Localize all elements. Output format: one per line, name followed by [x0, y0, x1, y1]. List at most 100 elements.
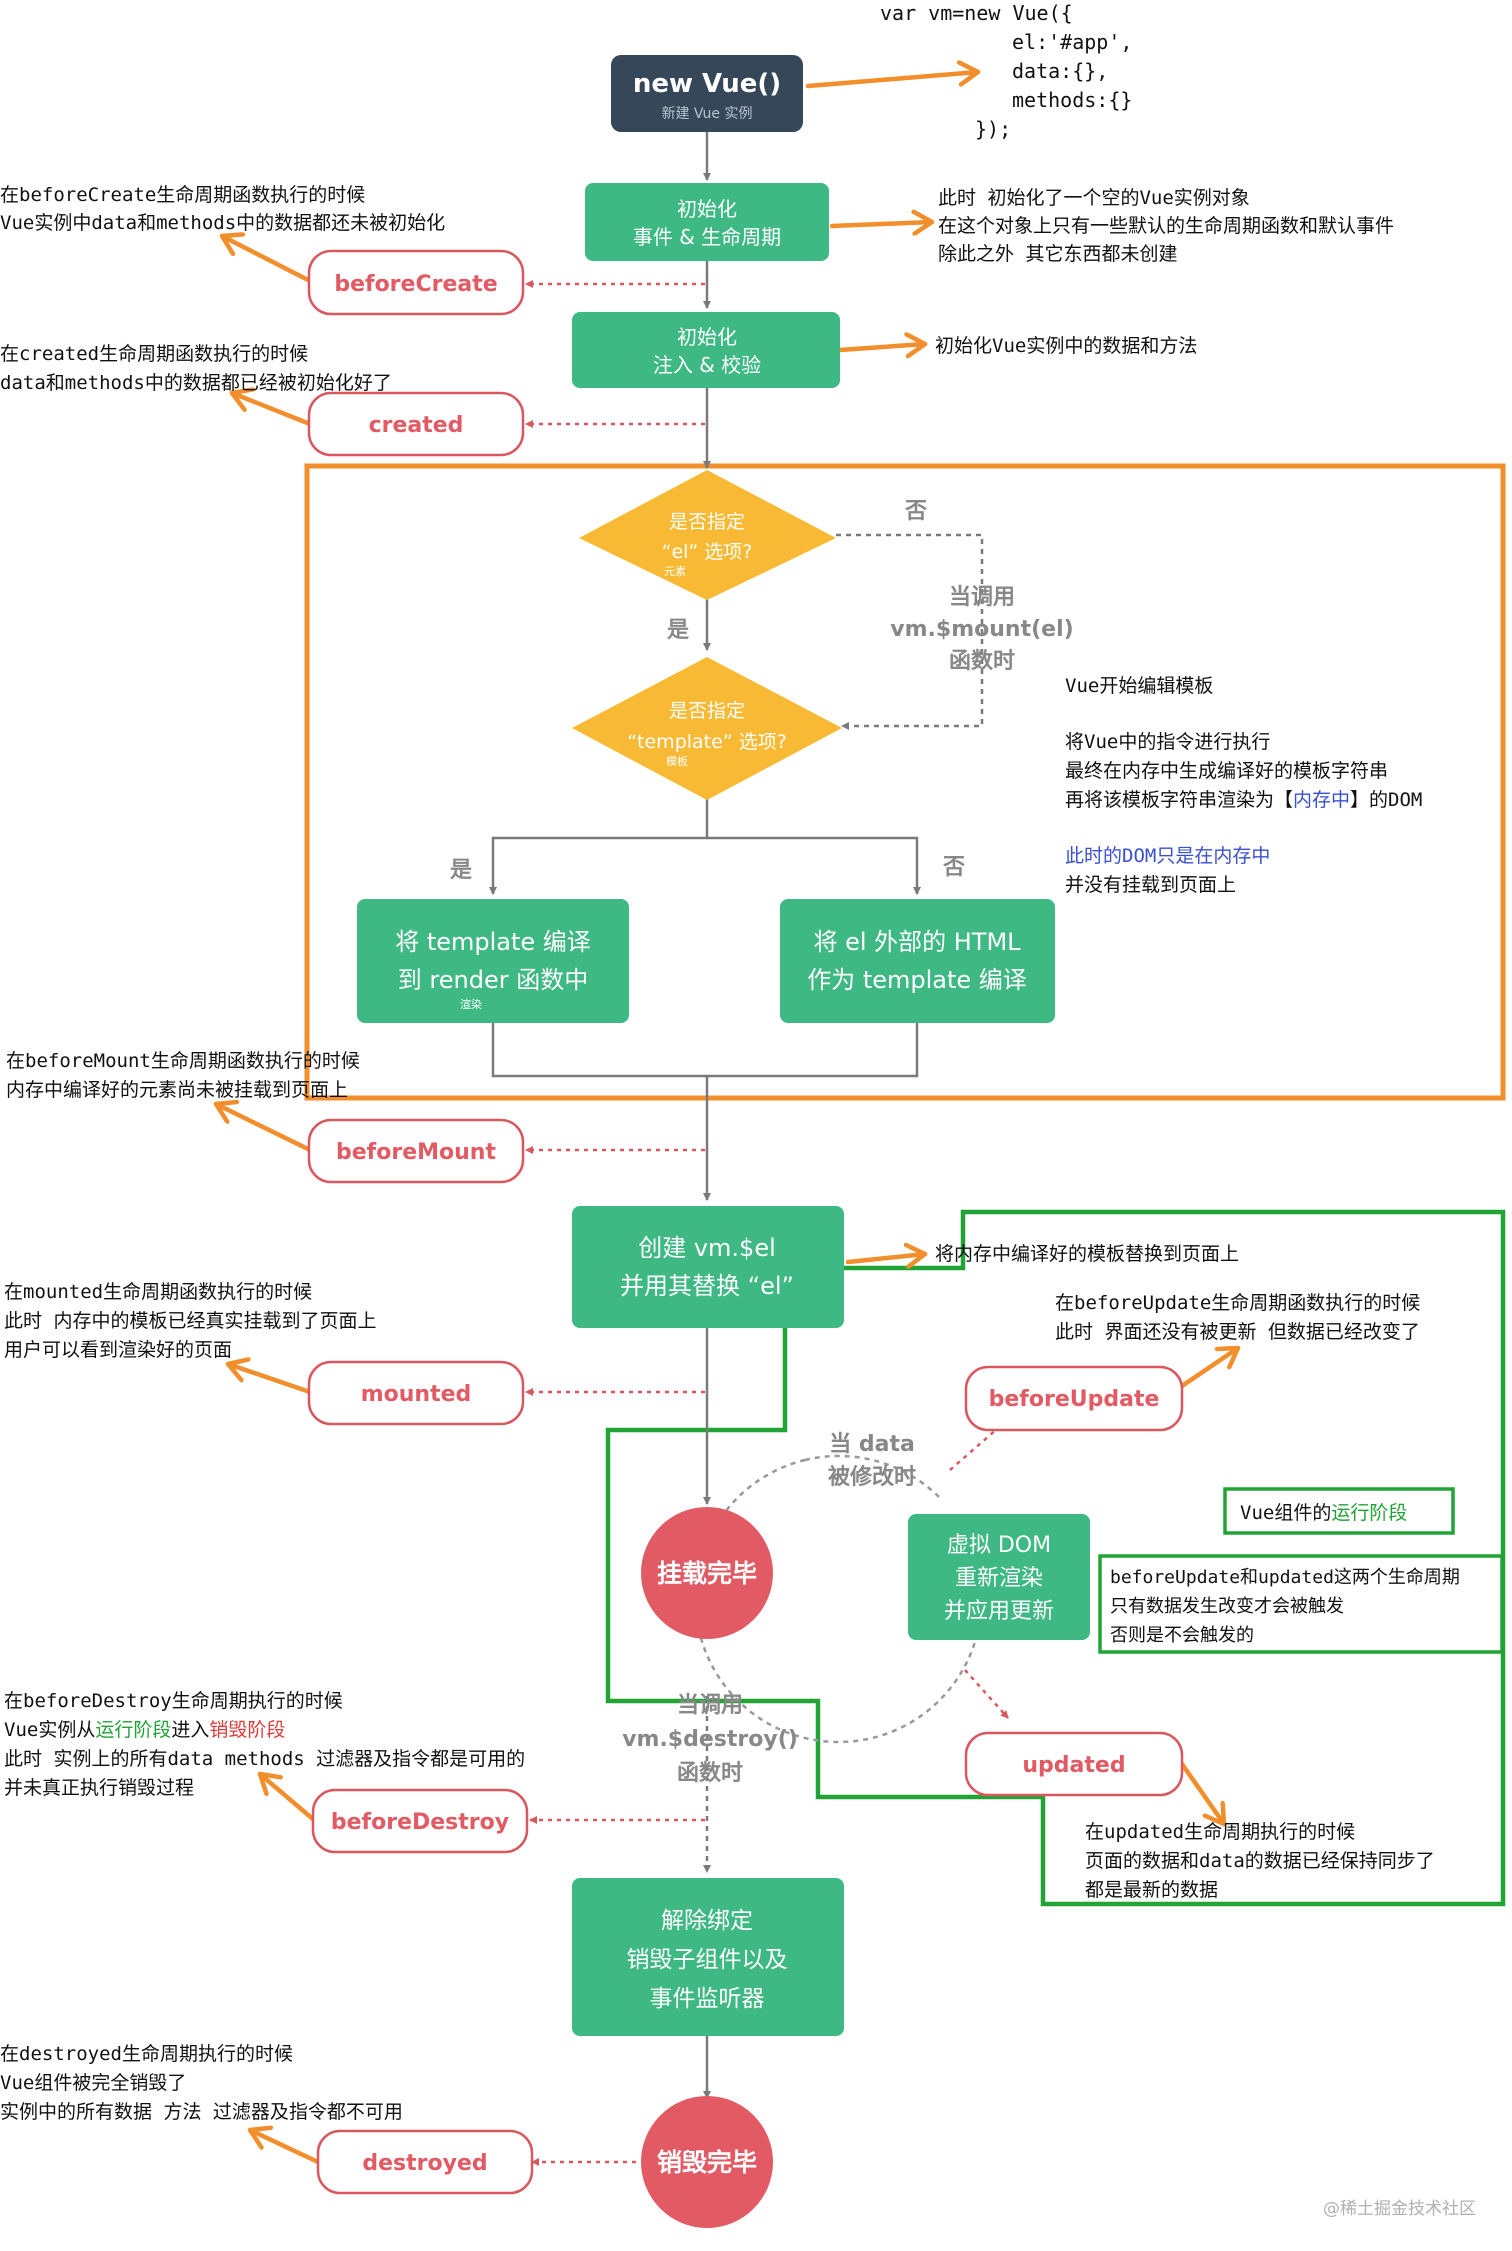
svg-text:vm.$mount(el): vm.$mount(el) [890, 617, 1073, 642]
init-inject-node: 初始化 注入 & 校验 [572, 312, 840, 388]
svg-text:此时 初始化了一个空的Vue实例对象: 此时 初始化了一个空的Vue实例对象 [938, 187, 1250, 209]
svg-text:updated: updated [1022, 1753, 1125, 1778]
svg-text:再将该模板字符串渲染为【内存中】的DOM: 再将该模板字符串渲染为【内存中】的DOM [1065, 789, 1422, 811]
svg-text:销毁子组件以及: 销毁子组件以及 [627, 1947, 788, 1973]
svg-text:在created生命周期函数执行的时候: 在created生命周期函数执行的时候 [0, 343, 308, 365]
svg-text:初始化: 初始化 [677, 325, 737, 349]
code-sample: var vm=new Vue({ el:'#app', data:{}, met… [880, 1, 1132, 141]
svg-text:Vue组件被完全销毁了: Vue组件被完全销毁了 [0, 2072, 186, 2094]
teardown-node: 解除绑定 销毁子组件以及 事件监听器 [572, 1878, 844, 2036]
yes-label: 是 [667, 618, 689, 643]
hook-beforeCreate: beforeCreate [307, 249, 525, 316]
new-vue-title: new Vue() [633, 69, 781, 99]
svg-text:在destroyed生命周期执行的时候: 在destroyed生命周期执行的时候 [0, 2043, 293, 2065]
svg-text:在beforeDestroy生命周期执行的时候: 在beforeDestroy生命周期执行的时候 [4, 1690, 343, 1712]
compile-note: Vue开始编辑模板 将Vue中的指令进行执行 最终在内存中生成编译好的模板字符串… [1065, 675, 1422, 896]
no-label: 否 [904, 499, 927, 524]
hook-beforeDestroy: beforeDestroy [311, 1788, 529, 1854]
compile-template-node: 将 template 编译 到 render 函数中 渲染 [357, 899, 629, 1023]
svg-text:vm.$destroy(): vm.$destroy() [622, 1727, 798, 1752]
svg-text:只有数据发生改变才会被触发: 只有数据发生改变才会被触发 [1110, 1596, 1344, 1617]
init-object-note: 此时 初始化了一个空的Vue实例对象 在这个对象上只有一些默认的生命周期函数和默… [938, 187, 1394, 265]
code-line: data:{}, [1012, 59, 1108, 83]
svg-text:作为 template 编译: 作为 template 编译 [807, 966, 1027, 994]
yes-label: 是 [450, 858, 472, 883]
svg-text:在beforeMount生命周期函数执行的时候: 在beforeMount生命周期函数执行的时候 [6, 1050, 360, 1072]
create-el-node: 创建 vm.$el 并用其替换 “el” [572, 1206, 844, 1328]
svg-text:当调用: 当调用 [677, 1693, 743, 1718]
svg-text:beforeCreate: beforeCreate [334, 272, 497, 297]
svg-text:将 el 外部的 HTML: 将 el 外部的 HTML [813, 928, 1021, 956]
svg-text:事件 & 生命周期: 事件 & 生命周期 [633, 225, 781, 249]
svg-text:虚拟 DOM: 虚拟 DOM [947, 1533, 1051, 1558]
dashed-flow-lines [694, 533, 984, 1873]
svg-text:“el” 选项?: “el” 选项? [662, 541, 753, 563]
svg-text:beforeMount: beforeMount [336, 1140, 496, 1165]
svg-text:Vue组件的运行阶段: Vue组件的运行阶段 [1240, 1502, 1407, 1524]
el-option-diamond: 是否指定 “el” 选项? 元素 [579, 470, 836, 600]
svg-text:函数时: 函数时 [677, 1760, 743, 1786]
svg-text:并未真正执行销毁过程: 并未真正执行销毁过程 [4, 1777, 194, 1799]
svg-text:并应用更新: 并应用更新 [944, 1599, 1054, 1624]
init-events-node: 初始化 事件 & 生命周期 [585, 183, 829, 261]
svg-text:当调用: 当调用 [949, 585, 1015, 610]
svg-text:Vue实例中data和methods中的数据都还未被初始化: Vue实例中data和methods中的数据都还未被初始化 [0, 212, 445, 234]
svg-text:实例中的所有数据 方法 过滤器及指令都不可用: 实例中的所有数据 方法 过滤器及指令都不可用 [0, 2101, 403, 2123]
new-vue-node: new Vue() 新建 Vue 实例 [611, 55, 803, 132]
beforeCreate-note: 在beforeCreate生命周期函数执行的时候 Vue实例中data和meth… [0, 184, 445, 234]
hook-beforeMount: beforeMount [307, 1118, 525, 1184]
hook-updated: updated [964, 1731, 1184, 1797]
svg-text:Vue实例从运行阶段进入销毁阶段: Vue实例从运行阶段进入销毁阶段 [4, 1719, 285, 1741]
svg-text:创建 vm.$el: 创建 vm.$el [638, 1234, 776, 1262]
main-flow-lines [489, 132, 921, 2099]
svg-text:内存中编译好的元素尚未被挂载到页面上: 内存中编译好的元素尚未被挂载到页面上 [6, 1079, 348, 1101]
svg-text:此时的DOM只是在内存中: 此时的DOM只是在内存中 [1065, 845, 1270, 867]
svg-text:并没有挂载到页面上: 并没有挂载到页面上 [1065, 874, 1236, 896]
svg-text:在beforeCreate生命周期函数执行的时候: 在beforeCreate生命周期函数执行的时候 [0, 184, 365, 206]
svg-text:模板: 模板 [666, 754, 688, 768]
svg-text:在这个对象上只有一些默认的生命周期函数和默认事件: 在这个对象上只有一些默认的生命周期函数和默认事件 [938, 215, 1394, 237]
hook-mounted: mounted [307, 1360, 525, 1426]
beforeDestroy-note: 在beforeDestroy生命周期执行的时候 Vue实例从运行阶段进入销毁阶段… [4, 1690, 525, 1799]
init-data-note: 初始化Vue实例中的数据和方法 [935, 335, 1197, 357]
svg-text:否则是不会触发的: 否则是不会触发的 [1110, 1625, 1254, 1646]
svg-text:此时 界面还没有被更新 但数据已经改变了: 此时 界面还没有被更新 但数据已经改变了 [1055, 1321, 1420, 1343]
code-line: methods:{} [1012, 88, 1132, 112]
svg-text:在updated生命周期执行的时候: 在updated生命周期执行的时候 [1085, 1821, 1355, 1843]
beforeMount-note: 在beforeMount生命周期函数执行的时候 内存中编译好的元素尚未被挂载到页… [6, 1050, 360, 1101]
hook-beforeUpdate: beforeUpdate [964, 1365, 1184, 1432]
svg-text:重新渲染: 重新渲染 [955, 1566, 1043, 1591]
svg-text:事件监听器: 事件监听器 [650, 1986, 765, 2012]
svg-text:在beforeUpdate生命周期函数执行的时候: 在beforeUpdate生命周期函数执行的时候 [1055, 1292, 1420, 1314]
svg-text:created: created [369, 413, 464, 438]
data-changed-label: 当 data 被修改时 [828, 1432, 916, 1490]
hook-connectors [525, 280, 1009, 2166]
svg-text:页面的数据和data的数据已经保持同步了: 页面的数据和data的数据已经保持同步了 [1085, 1850, 1435, 1872]
code-line: var vm=new Vue({ [880, 1, 1073, 25]
svg-text:注入 & 校验: 注入 & 校验 [653, 353, 761, 377]
svg-text:最终在内存中生成编译好的模板字符串: 最终在内存中生成编译好的模板字符串 [1065, 760, 1388, 782]
svg-text:beforeDestroy: beforeDestroy [331, 1810, 509, 1835]
destroyed-circle: 销毁完毕 [641, 2096, 773, 2228]
svg-text:在mounted生命周期函数执行的时候: 在mounted生命周期函数执行的时候 [4, 1281, 312, 1303]
hook-destroyed: destroyed [316, 2129, 534, 2195]
replace-note: 将内存中编译好的模板替换到页面上 [935, 1243, 1239, 1265]
svg-text:destroyed: destroyed [362, 2151, 487, 2176]
svg-text:被修改时: 被修改时 [828, 1464, 916, 1490]
svg-text:此时 内存中的模板已经真实挂载到了页面上: 此时 内存中的模板已经真实挂载到了页面上 [4, 1310, 376, 1332]
svg-text:是否指定: 是否指定 [669, 511, 745, 533]
svg-text:除此之外 其它东西都未创建: 除此之外 其它东西都未创建 [938, 243, 1177, 265]
svg-text:并用其替换 “el”: 并用其替换 “el” [620, 1272, 794, 1300]
call-mount-label: 当调用 vm.$mount(el) 函数时 [890, 585, 1073, 674]
svg-text:是否指定: 是否指定 [669, 700, 745, 722]
new-vue-subtitle: 新建 Vue 实例 [661, 106, 752, 122]
svg-text:都是最新的数据: 都是最新的数据 [1085, 1879, 1218, 1901]
created-note: 在created生命周期函数执行的时候 data和methods中的数据都已经被… [0, 343, 392, 394]
mounted-circle: 挂载完毕 [641, 1507, 773, 1639]
svg-text:初始化: 初始化 [677, 197, 737, 221]
code-line: }); [975, 117, 1011, 141]
svg-text:将Vue中的指令进行执行: 将Vue中的指令进行执行 [1065, 731, 1270, 753]
compile-el-html-node: 将 el 外部的 HTML 作为 template 编译 [780, 899, 1055, 1023]
svg-text:到 render 函数中: 到 render 函数中 [398, 966, 588, 994]
